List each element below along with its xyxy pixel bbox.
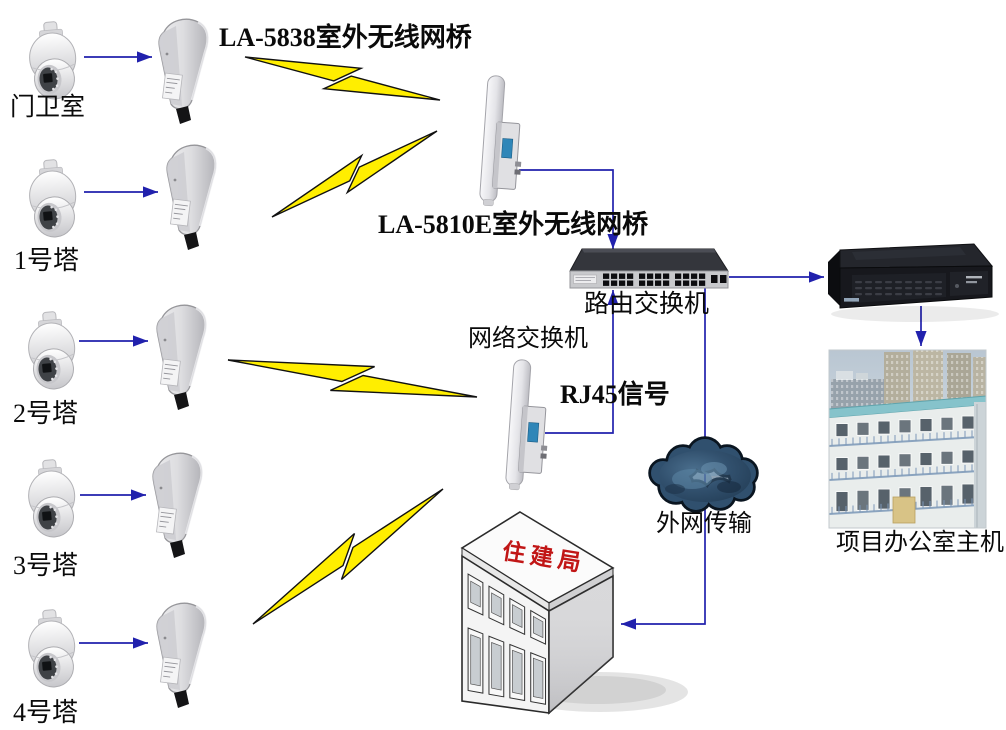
link-bridge-bottom-to-switch bbox=[545, 290, 619, 434]
bridge-client-3-icon bbox=[156, 304, 207, 410]
label-tower-4: 4号塔 bbox=[13, 698, 79, 727]
lightning-link-2 bbox=[271, 130, 438, 218]
bridge-client-1-icon bbox=[158, 18, 209, 124]
receiver-bridge-network-icon bbox=[505, 359, 548, 491]
label-office-host: 项目办公室主机 bbox=[836, 530, 1004, 556]
camera-tower-4-icon bbox=[28, 609, 76, 688]
label-wan-transfer: 外网传输 bbox=[656, 511, 752, 537]
label-router-switch: 路由交换机 bbox=[584, 291, 710, 318]
office-photo bbox=[828, 349, 987, 529]
label-network-switch: 网络交换机 bbox=[468, 326, 588, 352]
bridge-client-4-icon bbox=[152, 452, 203, 558]
camera-tower-3-icon bbox=[28, 459, 76, 538]
bureau-building-icon bbox=[460, 511, 688, 715]
lightning-link-1 bbox=[244, 56, 441, 101]
arrow-camera-tower-3-to-bridge bbox=[80, 489, 146, 501]
label-la5838-bridge: LA-5838室外无线网桥 bbox=[219, 23, 472, 52]
label-rj45-signal: RJ45信号 bbox=[560, 380, 670, 409]
link-nvr-to-photo bbox=[915, 306, 927, 346]
label-tower-2: 2号塔 bbox=[13, 399, 79, 428]
label-guard-room: 门卫室 bbox=[10, 94, 86, 121]
lightning-link-3 bbox=[227, 359, 478, 398]
camera-tower-1-icon bbox=[29, 159, 77, 238]
arrow-camera-tower-2-to-bridge bbox=[79, 335, 148, 347]
link-switch-to-nvr bbox=[729, 271, 824, 283]
arrow-camera-tower-4-to-bridge bbox=[79, 637, 148, 649]
nvr-host-icon bbox=[828, 243, 999, 322]
receiver-bridge-la5810e-icon bbox=[479, 75, 522, 207]
arrow-camera-tower-1-to-bridge bbox=[84, 186, 158, 198]
label-la5810e-bridge: LA-5810E室外无线网桥 bbox=[378, 210, 649, 239]
router-switch-icon bbox=[569, 248, 729, 289]
arrow-camera-guard-room-to-bridge bbox=[84, 51, 152, 63]
bridge-client-2-icon bbox=[166, 144, 217, 250]
label-tower-3: 3号塔 bbox=[13, 551, 79, 580]
wan-cloud-icon bbox=[648, 436, 759, 513]
camera-tower-2-icon bbox=[28, 311, 76, 390]
link-switch-to-bureau bbox=[621, 288, 706, 630]
lightning-link-4 bbox=[252, 488, 444, 625]
label-tower-1: 1号塔 bbox=[14, 246, 80, 275]
bridge-client-5-icon bbox=[156, 602, 207, 708]
link-bridge-top-to-switch bbox=[519, 169, 619, 249]
camera-guard-room-icon bbox=[29, 21, 77, 100]
